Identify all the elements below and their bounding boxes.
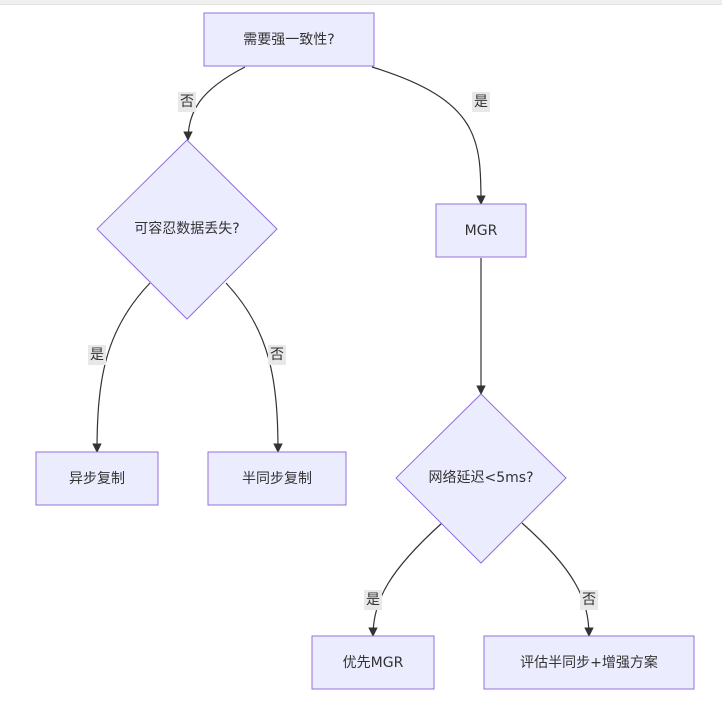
svg-text:半同步复制: 半同步复制 xyxy=(242,470,312,487)
node-mgr[interactable]: MGR xyxy=(435,203,527,258)
edge-n1-n2 xyxy=(183,66,246,141)
svg-text:MGR: MGR xyxy=(465,223,498,239)
svg-text:是: 是 xyxy=(366,592,380,608)
node-async-replication[interactable]: 异步复制 xyxy=(35,451,159,506)
top-bar xyxy=(0,0,722,5)
edge-label-n1-n2: 否 xyxy=(178,92,196,112)
node-network-latency[interactable]: 网络延迟<5ms? xyxy=(395,393,567,564)
edge-label-n6-n8: 否 xyxy=(580,590,598,610)
edge-label-n1-n3: 是 xyxy=(472,92,490,112)
node-semi-sync-replication[interactable]: 半同步复制 xyxy=(207,451,347,506)
svg-text:优先MGR: 优先MGR xyxy=(343,655,404,671)
edge-label-n6-n7: 是 xyxy=(364,590,382,610)
svg-text:评估半同步+增强方案: 评估半同步+增强方案 xyxy=(520,654,658,671)
edge-n6-n8 xyxy=(521,522,594,637)
edge-label-n2-n4: 是 xyxy=(88,345,106,365)
edge-label-n2-n5: 否 xyxy=(268,345,286,365)
svg-text:网络延迟<5ms?: 网络延迟<5ms? xyxy=(429,470,534,486)
svg-text:否: 否 xyxy=(582,592,596,608)
node-strong-consistency[interactable]: 需要强一致性? xyxy=(203,12,375,67)
edge-n1-n3 xyxy=(371,66,486,205)
edge-n2-n5 xyxy=(225,282,283,453)
svg-text:异步复制: 异步复制 xyxy=(69,470,125,487)
svg-text:是: 是 xyxy=(474,94,488,110)
svg-text:否: 否 xyxy=(270,347,284,363)
svg-text:需要强一致性?: 需要强一致性? xyxy=(243,32,334,48)
svg-text:否: 否 xyxy=(180,94,194,110)
edge-n6-n7 xyxy=(368,522,443,637)
node-prefer-mgr[interactable]: 优先MGR xyxy=(311,635,435,690)
svg-text:是: 是 xyxy=(90,347,104,363)
node-evaluate-semi-sync[interactable]: 评估半同步+增强方案 xyxy=(483,635,695,690)
svg-text:可容忍数据丢失?: 可容忍数据丢失? xyxy=(134,220,239,237)
node-tolerate-data-loss[interactable]: 可容忍数据丢失? xyxy=(96,139,278,320)
edge-n2-n4 xyxy=(92,282,151,453)
